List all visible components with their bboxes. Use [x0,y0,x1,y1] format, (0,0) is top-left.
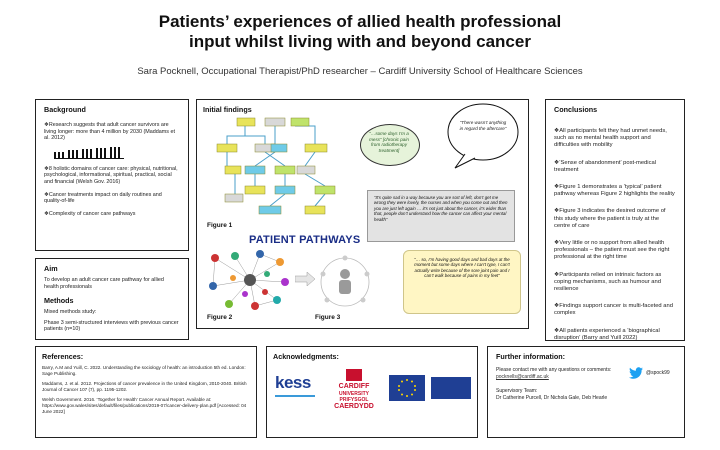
conclusion-5: ❖Very little or no support from allied h… [554,240,670,261]
poster-subtitle: Sara Pocknell, Occupational Therapist/Ph… [137,66,583,77]
acknowledgments-heading: Acknowledgments: [273,352,339,361]
contact-text: Please contact me with any questions or … [496,367,612,373]
figure-2-network [209,250,289,310]
background-bullet-2: ❖8 holistic domains of cancer care: phys… [44,165,178,185]
conclusion-4: ❖Figure 3 indicates the desired outcome … [554,208,666,229]
cardiff-university-logo: CARDIFF UNIVERSITY PRIFYSGOL CAERDYDD [329,369,379,417]
figure-3-patient-centred [320,255,370,307]
findings-panel: Initial findings Figure 1 [196,99,529,329]
conclusion-7: ❖Findings support cancer is multi-facete… [554,303,673,317]
figure-3-label: Figure 3 [315,314,341,321]
twitter-handle[interactable]: @spock99 [646,370,670,376]
poster-title: Patients’ experiences of allied health p… [0,12,720,52]
background-panel: Background ❖Research suggests that adult… [35,99,189,251]
speech-bubble-outline [447,103,519,169]
methods-heading: Methods [44,296,74,306]
quote-long: “It’s quite sad in a way because you are… [367,190,515,242]
twitter-icon[interactable] [629,367,643,379]
kess-logo-text: kess [275,373,311,392]
reference-3: Welsh Government. 2016. ‘Together for He… [42,397,247,414]
acknowledgments-panel: Acknowledgments: kess CARDIFF UNIVERSITY… [266,346,478,438]
background-bullet-1: ❖Research suggests that adult cancer sur… [44,122,175,142]
aim-text: To develop an adult cancer care pathway … [44,277,164,290]
cardiff-text-4: CAERDYDD [334,403,374,410]
references-heading: References: [42,352,84,361]
eu-funding-banner [431,377,471,399]
methods-text-2: Phase 3 semi-structured interviews with … [44,319,179,333]
figure-1-label: Figure 1 [207,222,233,229]
background-heading: Background [44,105,86,114]
kess-logo: kess [275,373,319,409]
title-line-2: input whilst living with and beyond canc… [189,32,531,51]
conclusion-3: ❖Figure 1 demonstrates a ‘typical’ patie… [554,184,675,198]
aim-heading: Aim [44,264,58,273]
arrow-right-icon [295,272,315,286]
background-bullet-4: ❖Complexity of cancer care pathways [44,210,136,217]
further-information-heading: Further information: [496,352,566,361]
title-line-1: Patients’ experiences of allied health p… [158,12,562,31]
eu-flag-logo [389,375,425,401]
background-bullet-3: ❖Cancer treatments impact on daily routi… [44,191,162,205]
conclusions-heading: Conclusions [554,105,598,114]
contact-email[interactable]: pocknells@cardiff.ac.uk [496,373,549,380]
population-figures-icon [54,146,124,159]
patient-pathways-label: PATIENT PATHWAYS [249,234,361,246]
conclusion-2: ❖‘Sense of abandonment’ post-medical tre… [554,159,656,173]
references-panel: References: Barry, A.M and Yuill, C. 202… [35,346,257,438]
quote-days: “… so, I’m having good days and bad days… [403,250,521,314]
aim-methods-panel: Aim To develop an adult cancer care path… [35,258,189,340]
methods-text-1: Mixed methods study: [44,309,97,316]
reference-1: Barry, A.M and Yuill, C. 2022. Understan… [42,365,246,376]
conclusion-6: ❖Participants relied on intrinsic factor… [554,271,662,293]
figure-1-flowchart [216,117,336,215]
findings-heading: Initial findings [203,105,252,114]
supervisory-team: Dr Catherine Purcell, Dr Nichola Gale, D… [496,394,608,401]
quote-bubble-pain [360,124,420,166]
cardiff-text-3: PRIFYSGOL [339,397,369,403]
cardiff-text-1: CARDIFF [338,383,370,390]
conclusion-8: ❖All patients experienced a ‘biographica… [554,327,660,341]
conclusions-panel: Conclusions ❖All participants felt they … [545,99,685,341]
further-information-panel: Further information: Please contact me w… [487,346,685,438]
supervisory-heading: Supervisory Team: [496,388,538,395]
reference-2: Maddams, J. et al. 2012. Projections of … [42,381,247,392]
cardiff-text-2: UNIVERSITY [338,391,369,397]
quote-nothing-text: “There wasn’t anything in regard the aft… [459,120,507,131]
quote-pain-text: “…some days I’m a mess” [chronic pain fr… [369,131,409,153]
conclusion-1: ❖All participants felt they had unmet ne… [554,128,667,149]
figure-2-label: Figure 2 [207,314,233,321]
